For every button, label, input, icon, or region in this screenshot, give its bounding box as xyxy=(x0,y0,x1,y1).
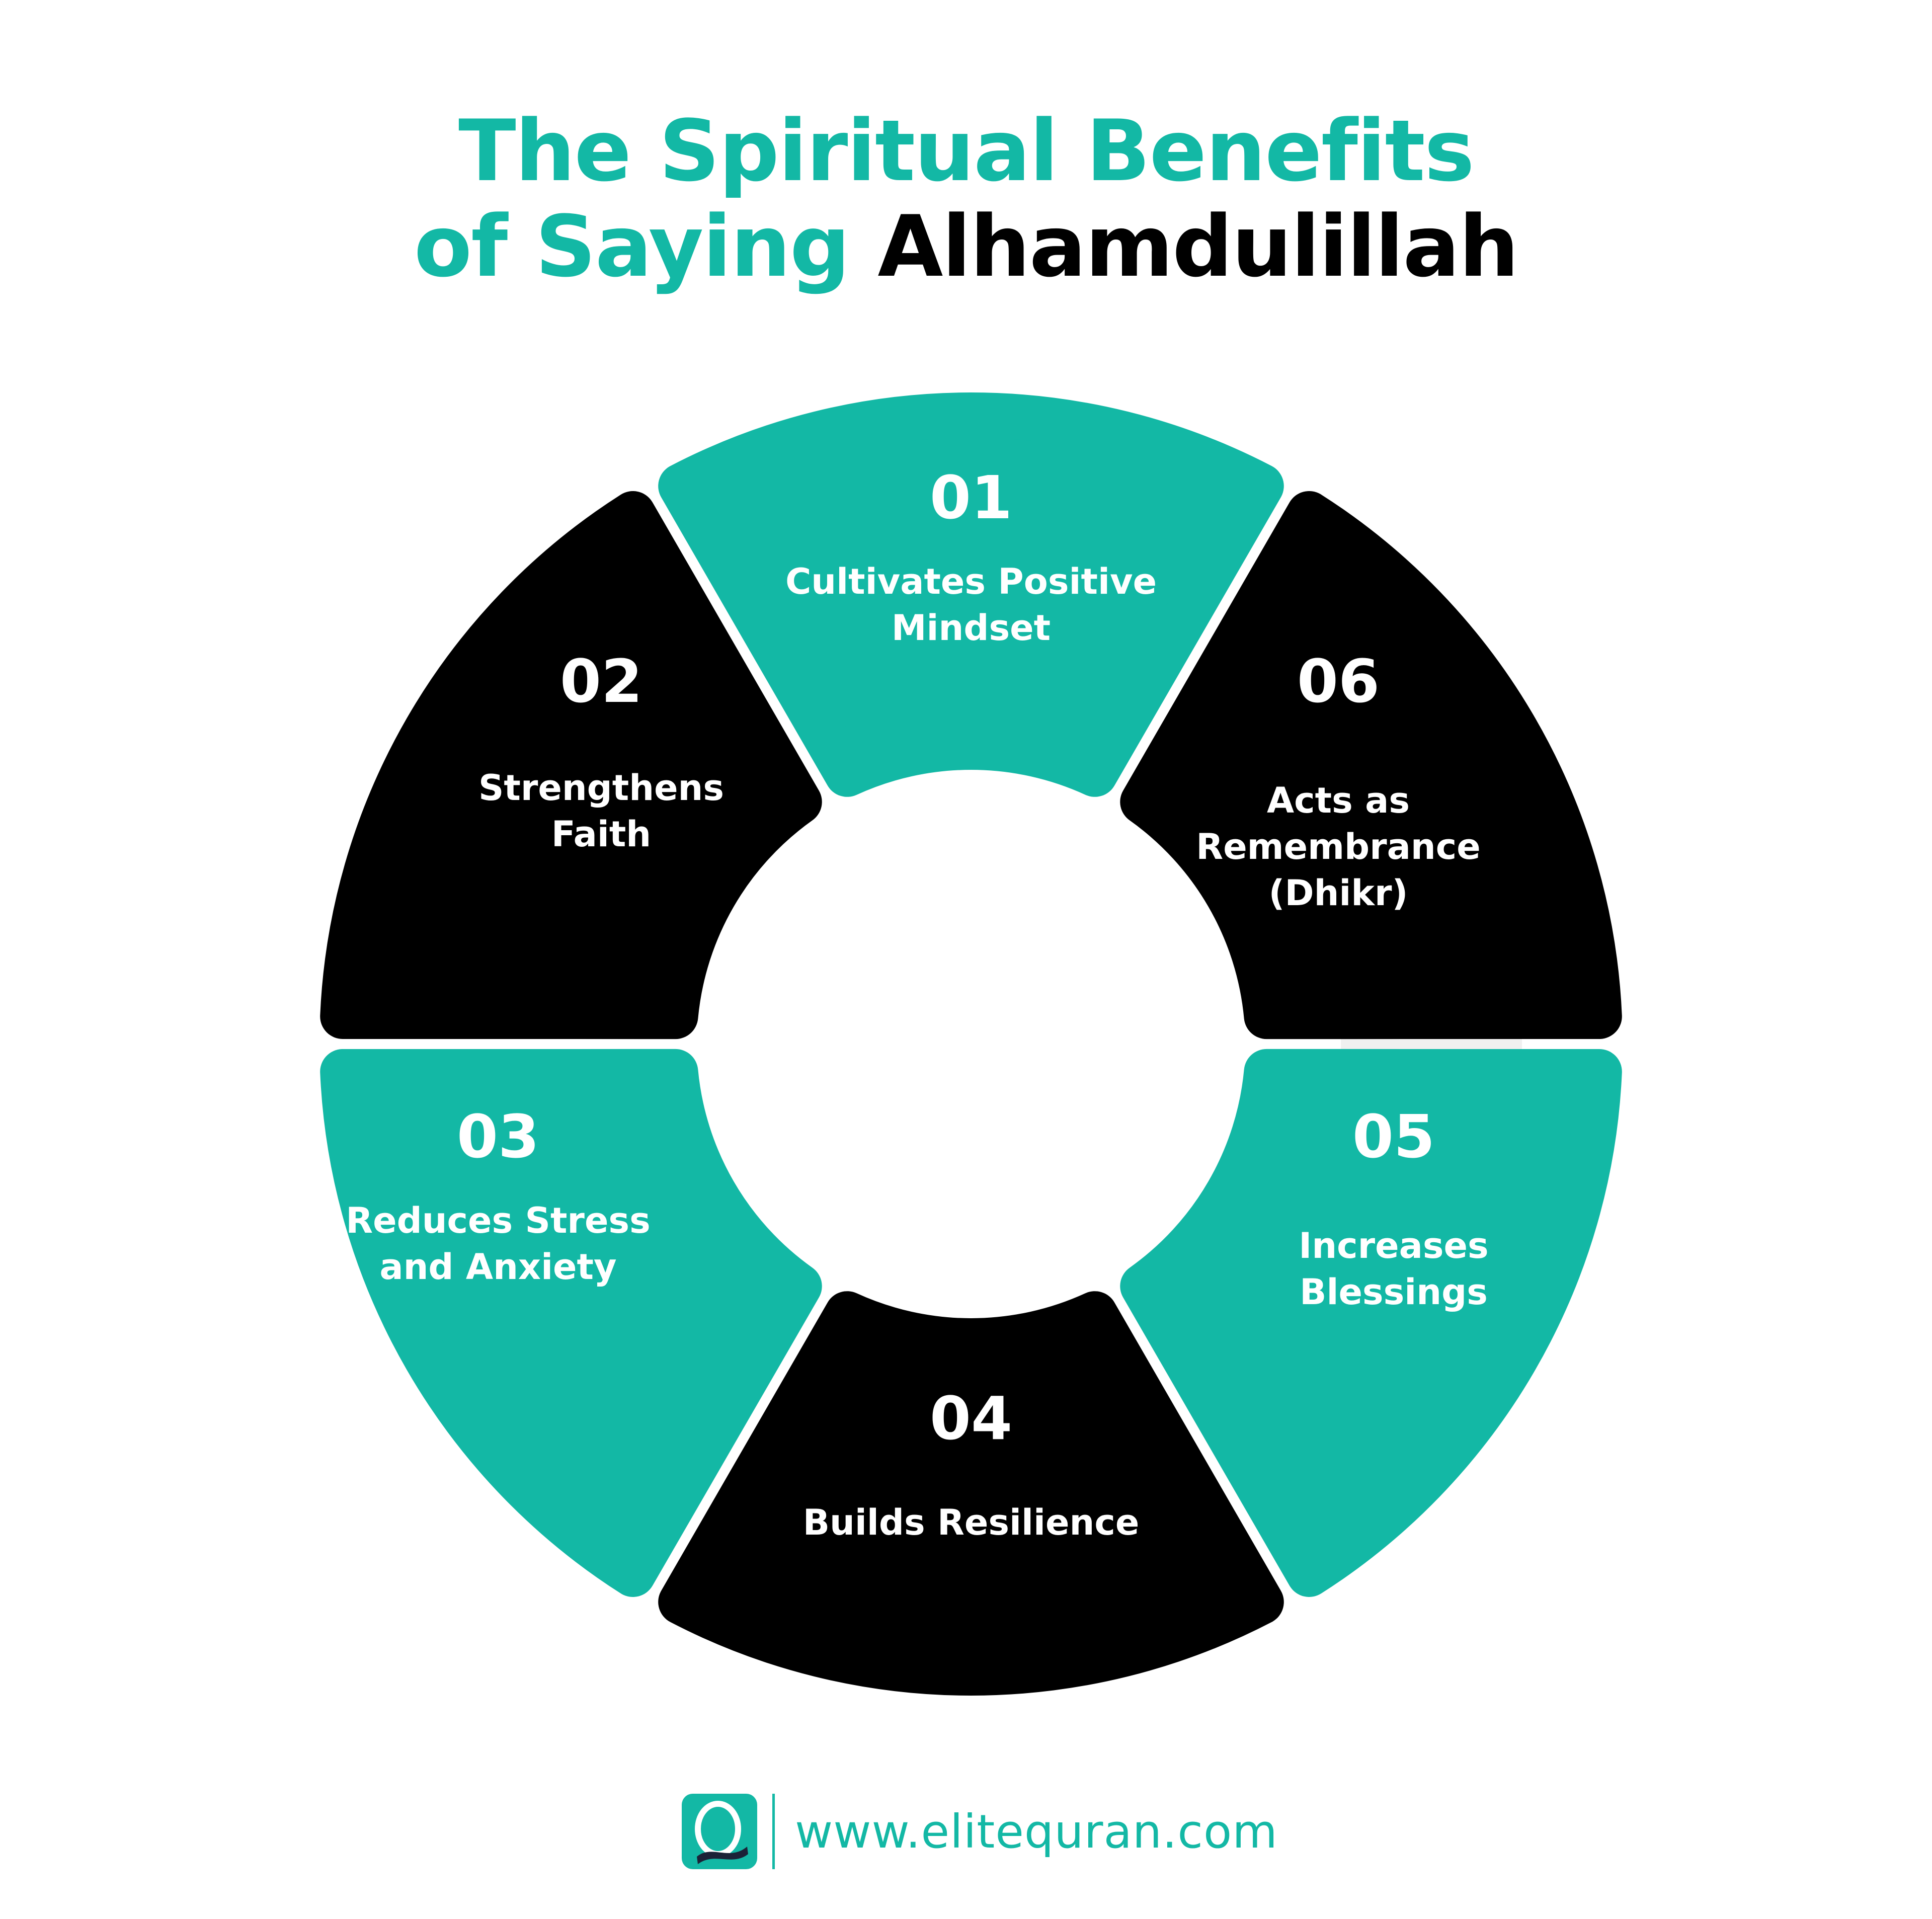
title-prefix: of Saying xyxy=(414,197,878,296)
segment-label-03: Reduces Stress xyxy=(346,1200,651,1241)
segment-label-05: Blessings xyxy=(1300,1271,1488,1313)
segment-label-03: and Anxiety xyxy=(379,1246,616,1288)
title-highlight: Alhamdulillah xyxy=(877,197,1519,296)
q-logo-icon[interactable] xyxy=(682,1794,757,1869)
segment-02 xyxy=(320,491,822,1040)
segment-number-01: 01 xyxy=(930,463,1012,532)
segment-01 xyxy=(658,392,1284,797)
segment-03 xyxy=(320,1049,822,1597)
segment-04 xyxy=(658,1291,1284,1696)
segment-label-02: Faith xyxy=(551,814,651,855)
segment-number-04: 04 xyxy=(930,1384,1012,1453)
page-title-line-2: of Saying Alhamdulillah xyxy=(0,196,1932,297)
footer-divider xyxy=(772,1794,775,1869)
segment-label-02: Strengthens xyxy=(478,767,724,809)
segment-number-02: 02 xyxy=(560,647,642,716)
segment-number-06: 06 xyxy=(1297,647,1380,716)
segment-label-06: Acts as xyxy=(1267,780,1410,821)
segment-label-06: (Dhikr) xyxy=(1269,872,1408,914)
segment-label-04: Builds Resilience xyxy=(803,1502,1140,1543)
segment-label-05: Increases xyxy=(1299,1225,1488,1266)
segment-05 xyxy=(1120,1049,1622,1597)
segment-06 xyxy=(1120,491,1622,1040)
segment-label-01: Cultivates Positive xyxy=(785,561,1157,602)
page-title-line-1: The Spiritual Benefits xyxy=(458,102,1475,200)
segment-number-05: 05 xyxy=(1352,1102,1435,1171)
segment-number-03: 03 xyxy=(457,1102,539,1171)
segment-label-06: Remembrance xyxy=(1196,826,1480,867)
website-link[interactable]: www.elitequran.com xyxy=(795,1804,1278,1859)
segment-label-01: Mindset xyxy=(892,607,1051,649)
footer: www.elitequran.com xyxy=(682,1791,1278,1872)
